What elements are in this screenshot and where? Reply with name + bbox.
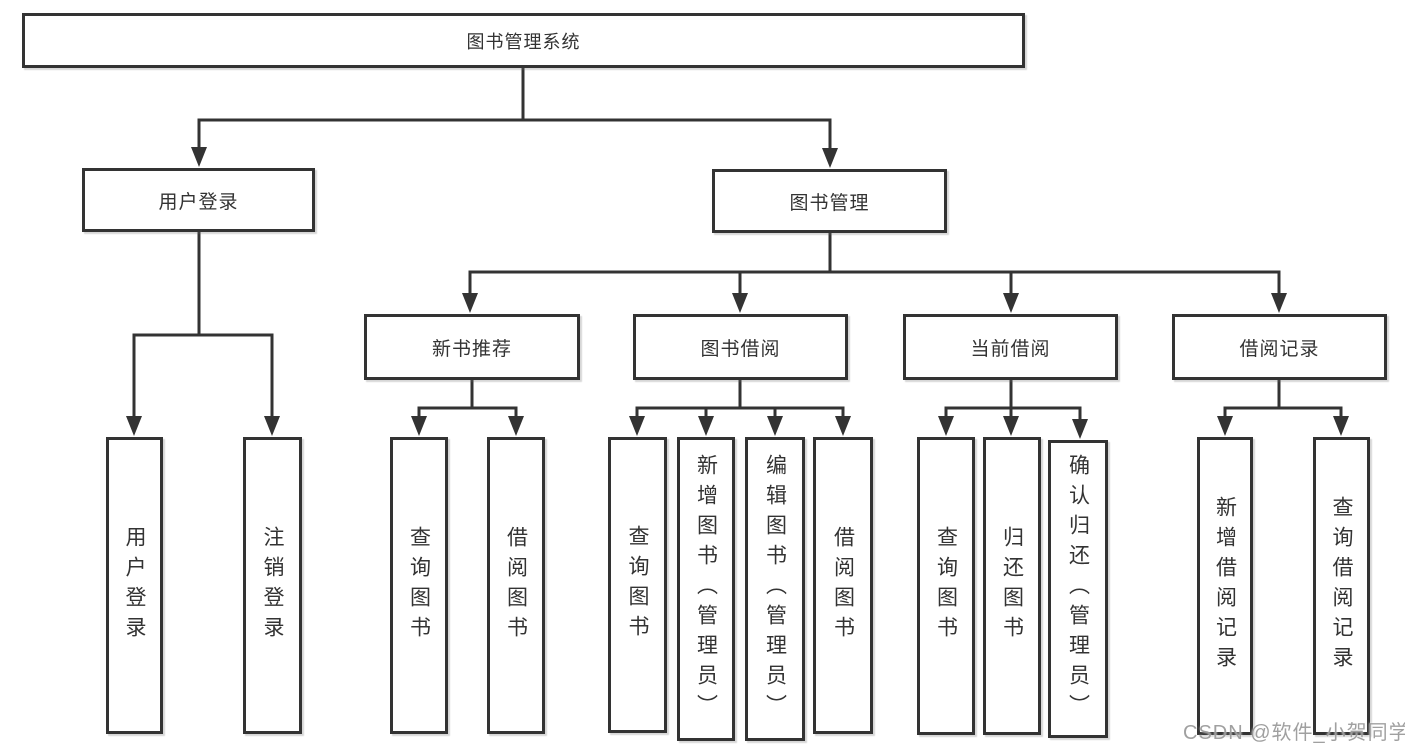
leaf-query-borrow-record: 查询借阅记录 <box>1313 437 1370 735</box>
watermark: CSDN @软件_小贺同学 <box>1183 722 1405 744</box>
node-new-book-recommendation: 新书推荐 <box>364 314 580 380</box>
node-book-borrowing: 图书借阅 <box>633 314 848 380</box>
leaf-add-books-admin: 新增图书（管理员） <box>677 437 735 741</box>
leaf-return-books: 归还图书 <box>983 437 1041 735</box>
leaf-borrow-books: 借阅图书 <box>487 437 545 734</box>
leaf-user-login: 用户登录 <box>106 437 163 734</box>
leaf-add-borrow-record: 新增借阅记录 <box>1197 437 1253 735</box>
leaf-borrow-books: 借阅图书 <box>813 437 873 734</box>
node-book-management: 图书管理 <box>712 169 947 233</box>
arrowheads <box>126 147 1349 439</box>
node-current-borrowing: 当前借阅 <box>903 314 1118 380</box>
leaf-query-books: 查询图书 <box>390 437 448 734</box>
node-root-library-management-system: 图书管理系统 <box>22 13 1025 68</box>
leaf-query-books: 查询图书 <box>608 437 667 733</box>
leaf-query-books: 查询图书 <box>917 437 975 735</box>
leaf-logout: 注销登录 <box>243 437 302 734</box>
node-borrowing-records: 借阅记录 <box>1172 314 1387 380</box>
node-user-login: 用户登录 <box>82 168 315 232</box>
leaf-confirm-return-admin: 确认归还（管理员） <box>1048 440 1108 738</box>
leaf-edit-books-admin: 编辑图书（管理员） <box>745 437 805 741</box>
